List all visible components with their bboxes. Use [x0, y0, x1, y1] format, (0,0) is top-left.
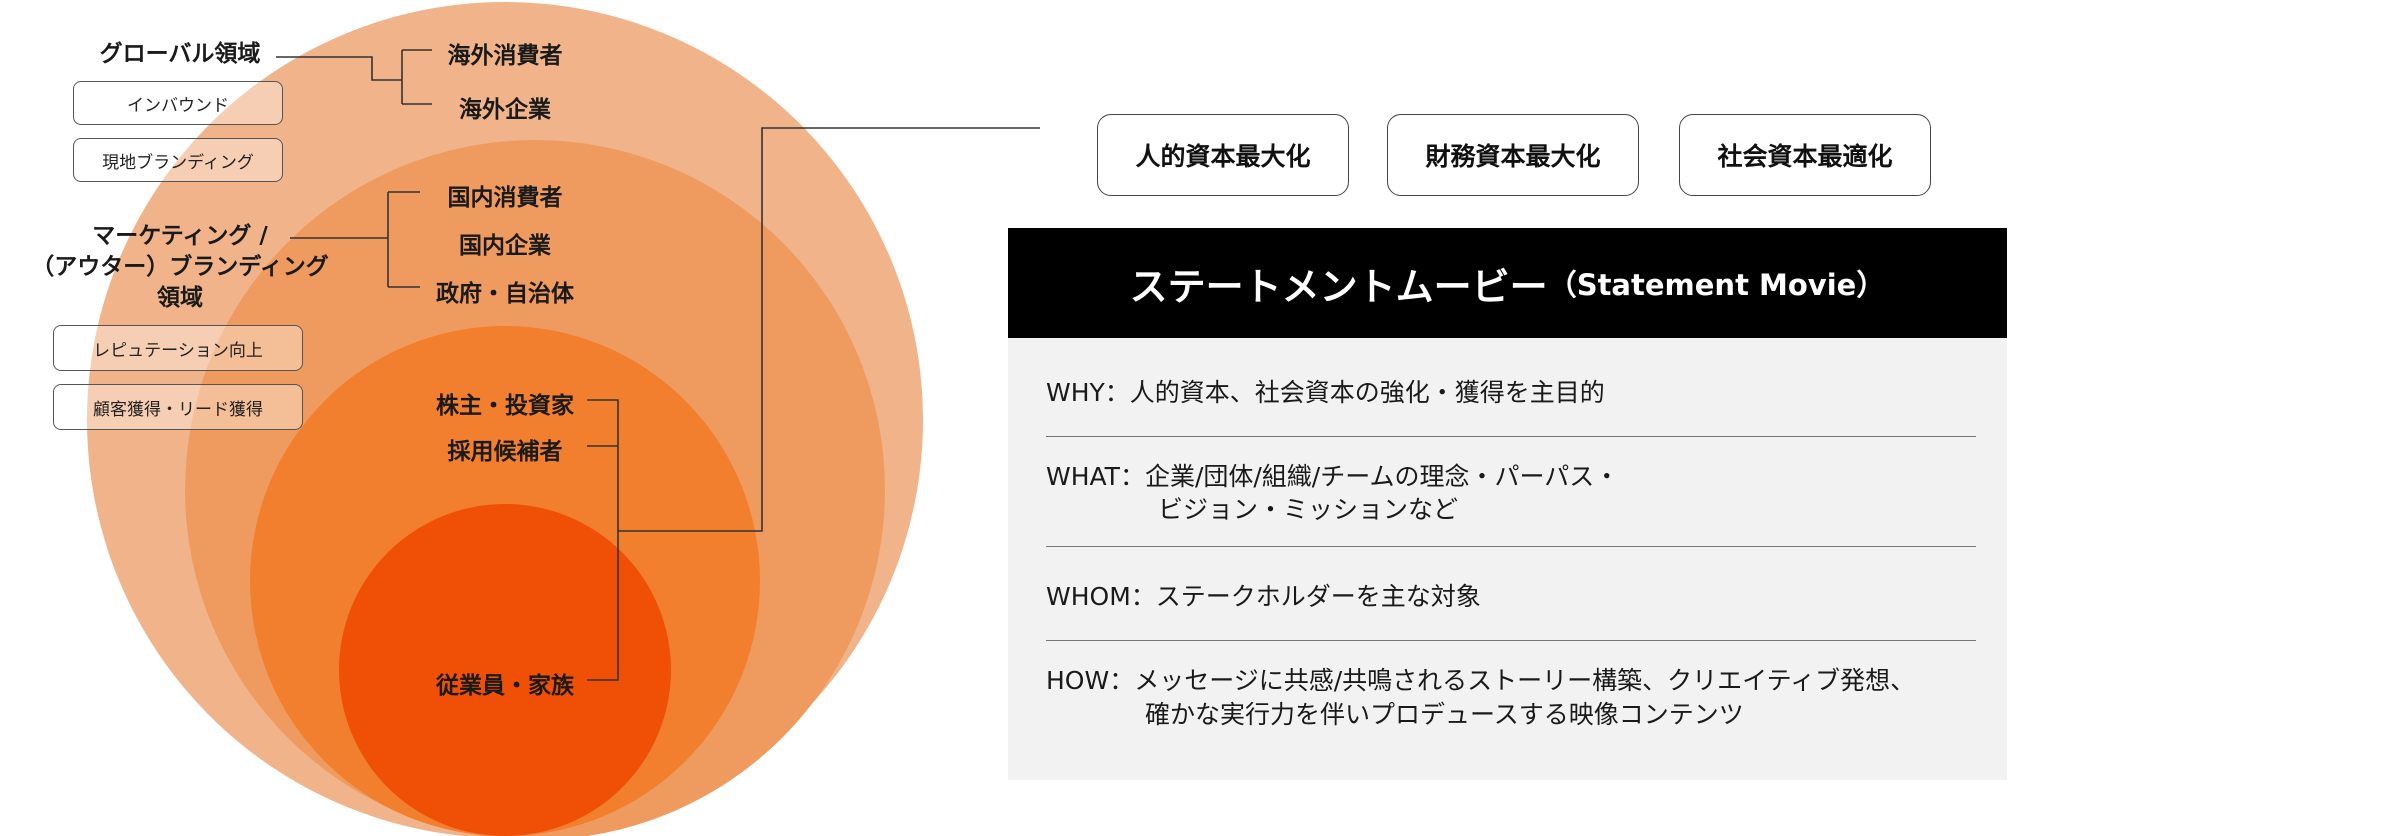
goal-social-capital: 社会資本最適化: [1679, 114, 1931, 196]
row-what-text-1: 企業/団体/組織/チームの理念・パーパス・: [1144, 462, 1620, 491]
row-how-label: HOW：: [1046, 666, 1135, 695]
row-why: WHY：人的資本、社会資本の強化・獲得を主目的: [1046, 376, 1605, 409]
row-how-text-2: 確かな実行力を伴いプロデュースする映像コンテンツ: [1145, 700, 1744, 729]
category-marketing-title: マーケティング / （アウター）ブランディング 領域: [31, 221, 328, 314]
tag-local-branding: 現地ブランディング: [73, 138, 283, 182]
tag-inbound: インバウンド: [73, 81, 283, 125]
statement-header: ステートメントムービー （Statement Movie）: [1008, 228, 2007, 338]
row-how-text-1: メッセージに共感/共鳴されるストーリー構築、クリエイティブ発想、: [1134, 666, 1916, 695]
label-shareholders: 株主・投資家: [436, 393, 574, 419]
statement-subtitle: （Statement Movie）: [1547, 268, 1886, 302]
row-what-cont: ビジョン・ミッションなど: [1158, 493, 1458, 526]
row-how-cont: 確かな実行力を伴いプロデュースする映像コンテンツ: [1145, 698, 1744, 731]
row-whom: WHOM：ステークホルダーを主な対象: [1046, 580, 1481, 613]
label-overseas-consumers: 海外消費者: [447, 43, 563, 69]
category-marketing-line-2: （アウター）ブランディング: [31, 254, 329, 280]
row-why-label: WHY：: [1046, 378, 1130, 407]
tag-reputation: レピュテーション向上: [53, 325, 303, 371]
connector-lines: [276, 49, 1040, 681]
goal-financial-capital: 財務資本最大化: [1387, 114, 1639, 196]
divider: [1046, 436, 1976, 437]
label-government: 政府・自治体: [436, 281, 574, 307]
goal-human-capital: 人的資本最大化: [1097, 114, 1349, 196]
statement-panel: ステートメントムービー （Statement Movie） WHY：人的資本、社…: [1008, 228, 2007, 780]
label-domestic-companies: 国内企業: [459, 233, 551, 259]
label-candidates: 採用候補者: [447, 439, 563, 465]
row-what-text-2: ビジョン・ミッションなど: [1158, 495, 1459, 524]
label-overseas-companies: 海外企業: [459, 97, 551, 123]
row-how: HOW：メッセージに共感/共鳴されるストーリー構築、クリエイティブ発想、: [1046, 664, 1915, 697]
tag-lead-acquisition: 顧客獲得・リード獲得: [53, 384, 303, 430]
divider: [1046, 640, 1976, 641]
label-domestic-consumers: 国内消費者: [447, 185, 563, 211]
row-what: WHAT：企業/団体/組織/チームの理念・パーパス・: [1046, 460, 1619, 493]
category-global-title: グローバル領域: [99, 41, 261, 67]
row-why-text: 人的資本、社会資本の強化・獲得を主目的: [1129, 378, 1605, 407]
row-whom-text: ステークホルダーを主な対象: [1155, 582, 1481, 611]
statement-title: ステートメントムービー: [1129, 264, 1548, 309]
divider: [1046, 546, 1976, 547]
label-employees: 従業員・家族: [436, 673, 574, 699]
category-marketing-line-1: マーケティング /: [92, 223, 268, 249]
row-what-label: WHAT：: [1046, 462, 1145, 491]
row-whom-label: WHOM：: [1046, 582, 1156, 611]
category-marketing-line-3: 領域: [156, 285, 203, 311]
ring-employees: [339, 504, 671, 836]
